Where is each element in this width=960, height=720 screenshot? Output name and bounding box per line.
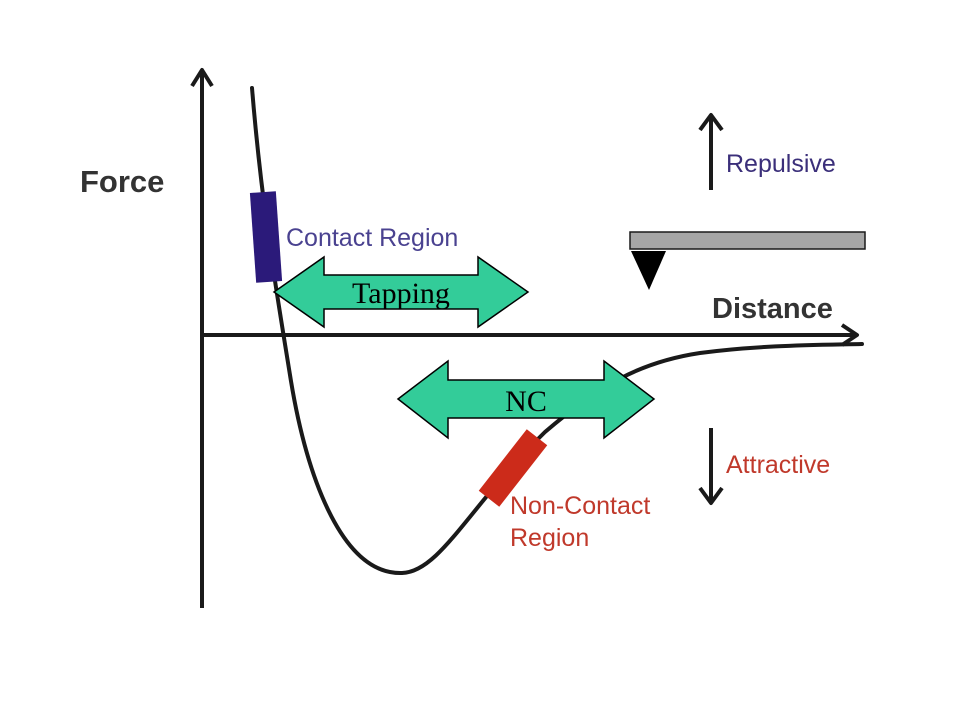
non-contact-label-line2: Region (510, 524, 589, 552)
nc-label: NC (505, 385, 547, 418)
x-axis-label: Distance (712, 293, 833, 325)
tapping-double-arrow: Tapping (272, 255, 530, 329)
cantilever-icon (629, 231, 866, 290)
non-contact-label-line1: Non-Contact (510, 492, 650, 520)
tapping-arrow-shape (272, 255, 530, 329)
repulsive-label: Repulsive (726, 150, 836, 178)
attractive-indicator (698, 428, 724, 505)
x-axis-arrowhead (840, 323, 859, 347)
y-axis (190, 68, 214, 608)
non-contact-region-marker (478, 429, 548, 507)
attractive-label: Attractive (726, 451, 830, 479)
y-axis-label: Force (80, 164, 164, 199)
down-arrow-icon (698, 486, 724, 505)
force-curve (250, 86, 864, 576)
cantilever-beam (629, 231, 866, 250)
nc-double-arrow: NC (396, 359, 656, 440)
nc-arrow-shape (396, 359, 656, 440)
x-axis (202, 323, 859, 347)
contact-region-marker (249, 191, 283, 283)
y-axis-arrowhead (190, 68, 214, 88)
non-contact-region-label: Non-Contact Region (510, 492, 657, 552)
tapping-label: Tapping (352, 277, 450, 310)
up-arrow-icon (698, 113, 724, 132)
repulsive-indicator (698, 113, 724, 190)
cantilever-tip (631, 251, 666, 290)
contact-region-label: Contact Region (286, 224, 458, 252)
